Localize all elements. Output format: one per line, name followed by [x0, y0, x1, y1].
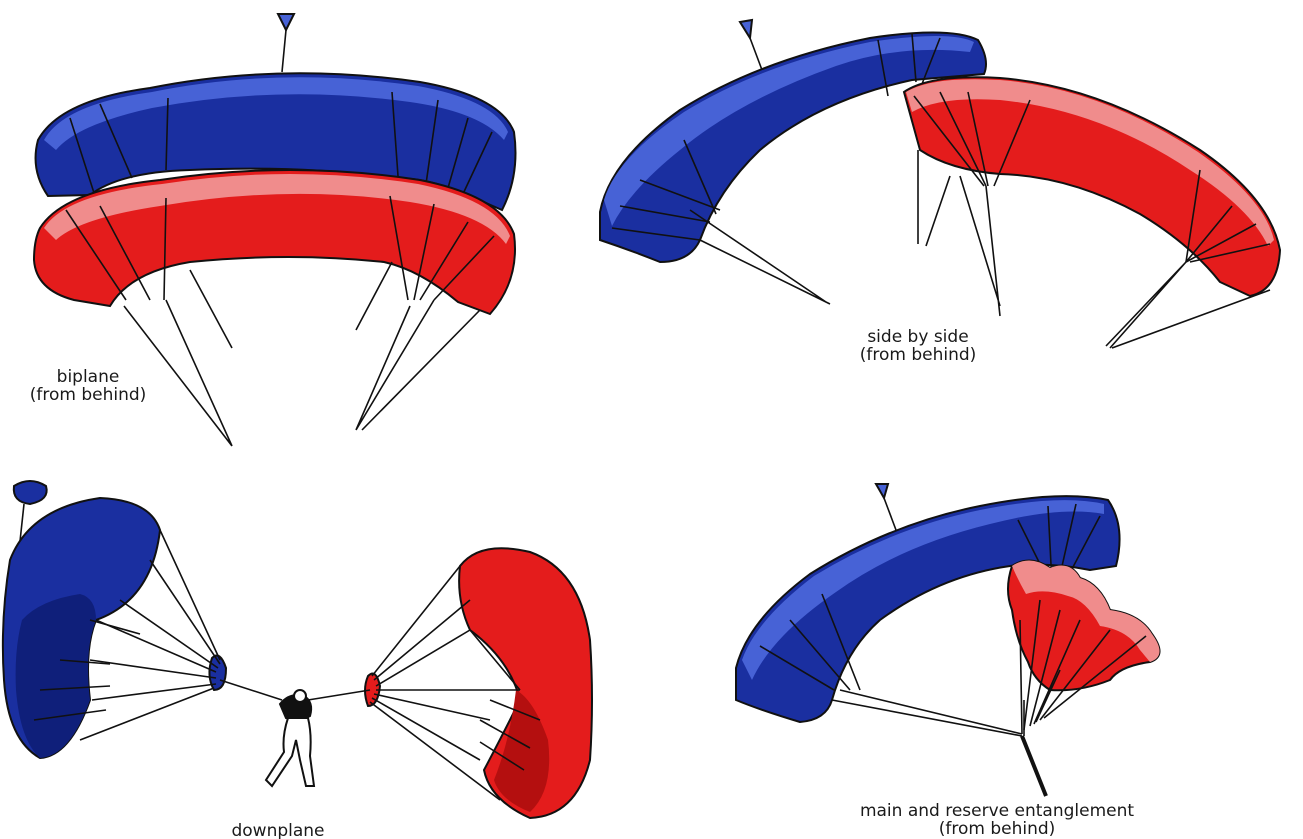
skydiver-figure — [266, 690, 314, 786]
pilot-chute-icon — [876, 484, 888, 498]
biplane-diagram: biplane (from behind) — [30, 14, 516, 446]
downplane-diagram: downplane — [3, 481, 592, 839]
entanglement-title: main and reserve entanglement — [860, 801, 1134, 821]
biplane-title: biplane — [57, 367, 120, 387]
entanglement-diagram: main and reserve entanglement (from behi… — [736, 484, 1160, 839]
downplane-title: downplane — [231, 821, 324, 839]
biplane-subtitle: (from behind) — [30, 385, 147, 405]
pilot-chute-icon — [14, 481, 47, 504]
pilot-chute-icon — [740, 20, 752, 38]
side-by-side-title: side by side — [867, 327, 968, 347]
side-by-side-subtitle: (from behind) — [860, 345, 977, 365]
pilot-chute-icon — [278, 14, 294, 30]
side-by-side-diagram: side by side (from behind) — [600, 20, 1280, 365]
entanglement-subtitle: (from behind) — [939, 819, 1056, 839]
